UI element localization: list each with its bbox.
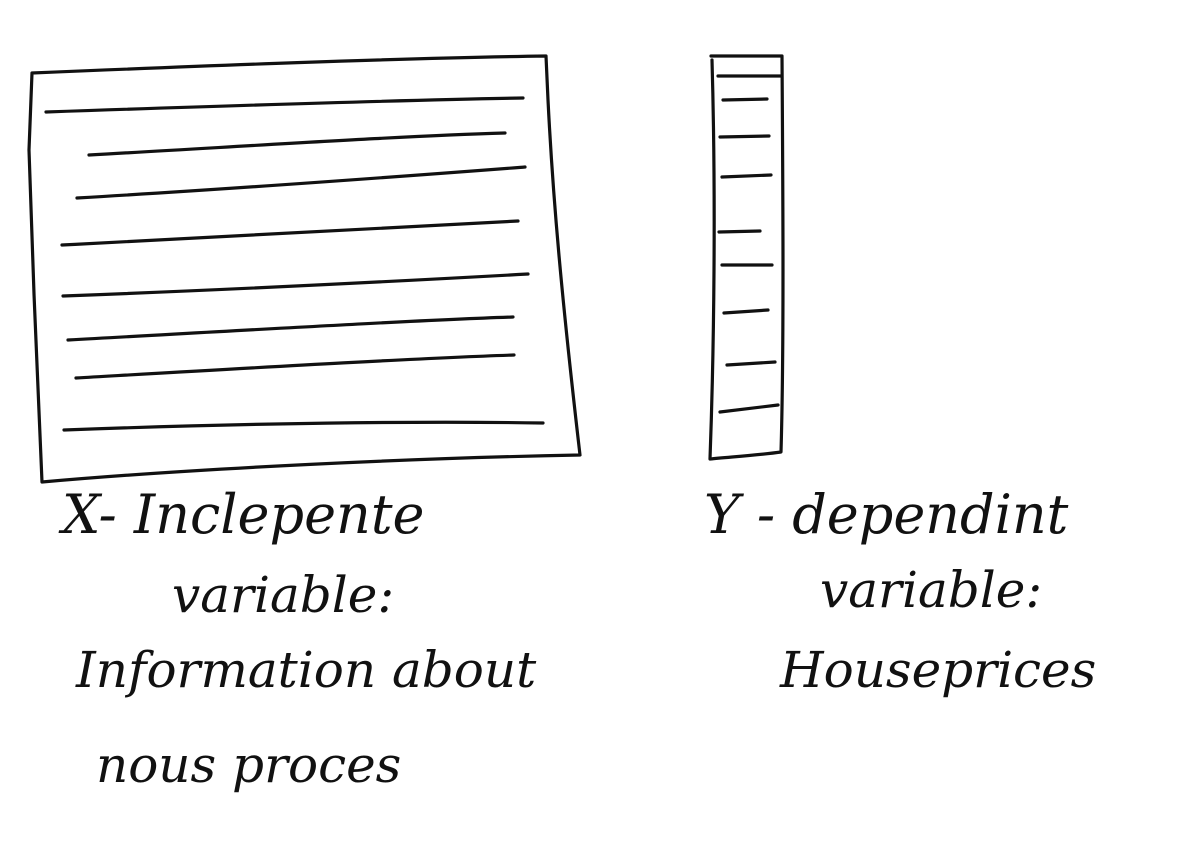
y-row-line [721,97,769,102]
y-vector-description: Houseprices [780,641,1097,699]
x-row-line [75,165,527,200]
y-vector [708,54,785,461]
x-row-line [66,315,515,342]
x-row-line [62,420,545,432]
y-row-line [720,173,773,179]
x-matrix-description-cont: nous proces [96,736,402,794]
x-matrix-description: Information about [76,641,537,699]
y-row-line [718,403,780,414]
x-matrix-title: X- Inclepente [62,483,425,546]
x-row-line [74,353,516,380]
x-row-line [44,96,525,114]
x-row-line [61,272,530,298]
x-matrix [27,54,582,484]
y-vector-title: Y - dependint [704,483,1069,546]
y-row-line [725,360,777,367]
y-vector-border [708,54,785,461]
x-matrix-subtitle: variable: [172,566,395,624]
y-row-line [717,229,762,234]
y-row-line [722,308,770,315]
x-row-line [60,219,520,247]
x-matrix-border [27,54,582,484]
y-row-line [718,134,771,139]
y-vector-subtitle: variable: [820,561,1043,619]
x-row-line [87,131,507,157]
